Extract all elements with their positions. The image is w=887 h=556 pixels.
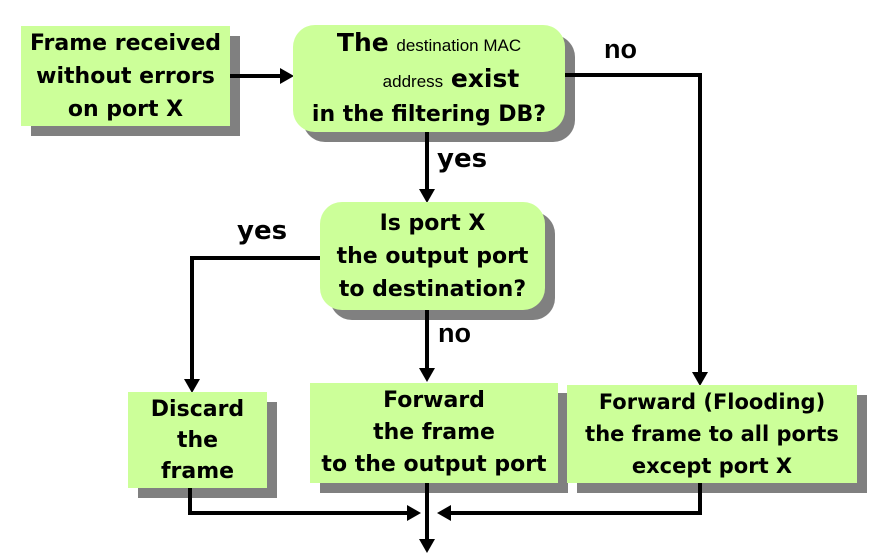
- label-no-output: no: [438, 318, 471, 348]
- connector-no-vertical: [698, 73, 702, 372]
- connector-discard-out-vertical: [188, 488, 192, 515]
- label-yes-db: yes: [437, 144, 488, 174]
- text-segment: exist: [450, 64, 520, 93]
- text-line: address exist: [339, 62, 520, 98]
- text-line: Forward (Flooding): [598, 390, 826, 414]
- label-no-top: no: [604, 34, 637, 64]
- connector-start-to-db: [230, 74, 281, 78]
- connector-discard-out-horizontal: [188, 511, 407, 515]
- node-is-output-port: Is port X the output port to destination…: [320, 202, 545, 310]
- text-line: the frame to all ports: [585, 422, 839, 446]
- label-yes-output: yes: [237, 216, 288, 246]
- text-line: without errors: [36, 63, 215, 89]
- arrowhead-down: [419, 189, 435, 203]
- text-line: except port X: [631, 454, 793, 478]
- connector-no-horizontal: [565, 73, 702, 77]
- node-filtering-db-question: The destination MAC address exist in the…: [293, 25, 565, 132]
- text-segment: The: [336, 28, 389, 57]
- connector-yes-output-horizontal: [190, 256, 320, 260]
- arrowhead-left: [437, 505, 451, 521]
- node-discard-frame: Discard the frame: [128, 392, 267, 488]
- text-line: frame: [160, 458, 235, 484]
- arrowhead-down: [419, 368, 435, 382]
- node-forward-frame: Forward the frame to the output port: [310, 383, 558, 483]
- connector-no-output: [425, 310, 429, 368]
- arrowhead-down: [419, 539, 435, 553]
- text-line: the frame: [373, 420, 495, 445]
- text-line: The destination MAC: [337, 26, 521, 62]
- text-segment: destination MAC: [396, 36, 522, 55]
- text-line: Is port X: [379, 210, 486, 236]
- text-line: in the filtering DB?: [311, 102, 547, 127]
- text-line: Forward: [383, 388, 485, 413]
- arrowhead-right: [280, 68, 294, 84]
- text-line: the: [176, 427, 219, 453]
- text-line: to the output port: [321, 452, 547, 477]
- text-line: on port X: [67, 96, 184, 122]
- node-forward-flooding: Forward (Flooding) the frame to all port…: [567, 385, 857, 483]
- text-line: the output port: [336, 243, 529, 269]
- arrowhead-down: [692, 372, 708, 386]
- connector-yes-output-vertical: [190, 256, 194, 379]
- arrowhead-down: [184, 379, 200, 393]
- text-line: to destination?: [338, 276, 527, 302]
- node-frame-received: Frame received without errors on port X: [21, 26, 230, 126]
- text-segment: address: [382, 72, 444, 91]
- text-line: Frame received: [29, 30, 222, 56]
- connector-forward-out-vertical: [425, 483, 429, 539]
- text-line: Discard: [150, 396, 245, 422]
- arrowhead-right: [407, 505, 421, 521]
- connector-flooding-out-vertical: [698, 483, 702, 515]
- connector-yes-db: [425, 132, 429, 189]
- connector-flooding-out-horizontal: [451, 511, 702, 515]
